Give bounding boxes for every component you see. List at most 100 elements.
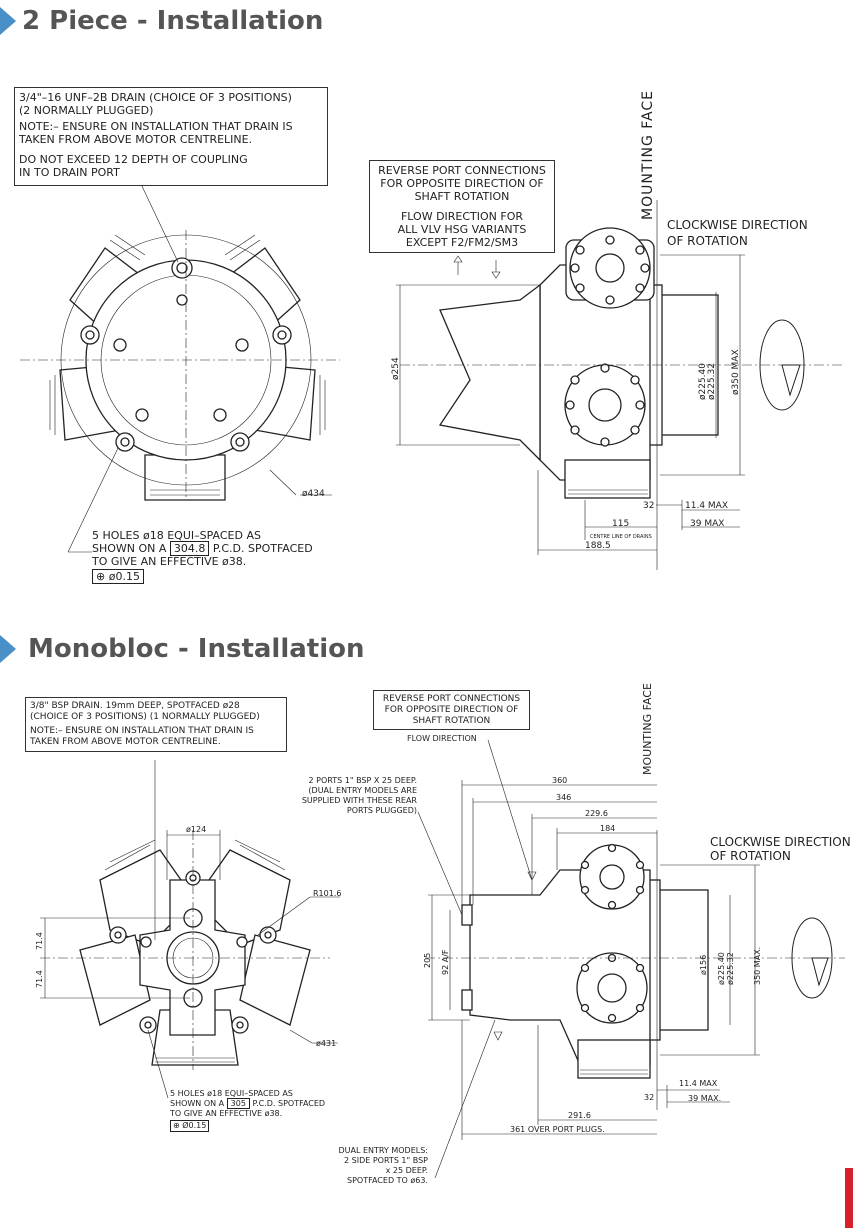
- reverse-note-2-line1: REVERSE PORT CONNECTIONS: [382, 694, 521, 704]
- drain-note-2-line1: 3/8" BSP DRAIN. 19mm DEEP, SPOTFACED ø28: [30, 701, 240, 711]
- dual-note-line2: 2 SIDE PORTS 1" BSP: [344, 1156, 428, 1165]
- dim-360: 360: [552, 776, 567, 785]
- holes-note-2-pcd: 305: [226, 1098, 250, 1109]
- rotation-label-2b: OF ROTATION: [710, 849, 791, 863]
- section-title-monobloc: Monobloc - Installation: [0, 634, 365, 664]
- dim-115: 115: [612, 519, 629, 529]
- reverse-note-1-line4: FLOW DIRECTION FOR: [400, 210, 524, 223]
- reverse-note-2-line2: FOR OPPOSITE DIRECTION OF: [384, 705, 519, 715]
- holes-note-1-line2a: SHOWN ON A: [92, 542, 167, 555]
- reverse-note-1-line5: ALL VLV HSG VARIANTS: [397, 223, 527, 236]
- dim-350-max-b: 350 MAX.: [753, 947, 762, 985]
- ports-note: 2 PORTS 1" BSP X 25 DEEP. (DUAL ENTRY MO…: [282, 776, 417, 816]
- monobloc-side-view: [417, 739, 845, 1179]
- ports-note-line2: (DUAL ENTRY MODELS ARE: [308, 786, 417, 795]
- mounting-face-label-2: MOUNTING FACE: [641, 683, 654, 775]
- dim-32-b: 32: [644, 1093, 654, 1102]
- ports-note-line4: PORTS PLUGGED): [346, 806, 417, 815]
- reverse-note-2-line3: SHAFT ROTATION: [412, 716, 491, 726]
- dim-346: 346: [556, 793, 571, 802]
- centre-line-drains: CENTRE LINE OF DRAINS: [590, 534, 652, 540]
- holes-note-1: 5 HOLES ø18 EQUI–SPACED AS SHOWN ON A 30…: [92, 529, 313, 584]
- holes-note-1-pcd: 304.8: [169, 541, 210, 556]
- tolerance-value-2: Ø0.15: [182, 1121, 207, 1130]
- dim-d254: ø254: [391, 357, 401, 380]
- dim-d225-40-b: ø225.40: [717, 952, 726, 985]
- reverse-port-note-box-2: REVERSE PORT CONNECTIONS FOR OPPOSITE DI…: [373, 690, 530, 730]
- dual-entry-note: DUAL ENTRY MODELS: 2 SIDE PORTS 1" BSP x…: [318, 1146, 428, 1186]
- dim-d156: ø156: [699, 955, 708, 975]
- drain-note-1-line3: NOTE:– ENSURE ON INSTALLATION THAT DRAIN…: [19, 120, 293, 133]
- dim-361-over-plugs: 361 OVER PORT PLUGS.: [510, 1125, 605, 1134]
- dim-32: 32: [643, 501, 654, 511]
- rotation-label-1a: CLOCKWISE DIRECTION: [667, 218, 808, 232]
- section-arrow-icon: [0, 7, 16, 35]
- dim-92-af: 92 A/F: [441, 949, 450, 975]
- tolerance-frame-1: ⊕ ø0.15: [92, 569, 144, 584]
- holes-note-2-line2: SHOWN ON A 305 P.C.D. SPOTFACED: [170, 1098, 326, 1109]
- two-piece-front-view: [20, 181, 340, 553]
- reverse-note-1-line6: EXCEPT F2/FM2/SM3: [405, 236, 519, 249]
- dim-205: 205: [423, 953, 432, 968]
- dim-188-5: 188.5: [585, 541, 611, 551]
- drain-note-1-line4: TAKEN FROM ABOVE MOTOR CENTRELINE.: [19, 133, 253, 146]
- drain-note-2-line3: NOTE:– ENSURE ON INSTALLATION THAT DRAIN…: [30, 726, 254, 736]
- position-symbol-icon-2: ⊕: [173, 1121, 180, 1130]
- dim-d225-32: ø225.32: [707, 363, 717, 400]
- dual-note-line1: DUAL ENTRY MODELS:: [338, 1146, 428, 1155]
- position-symbol-icon: ⊕: [96, 570, 106, 583]
- ports-note-line3: SUPPLIED WITH THESE REAR: [301, 796, 417, 805]
- section-title-text-2: Monobloc - Installation: [28, 634, 365, 664]
- dim-d434: ø434: [302, 489, 325, 499]
- tolerance-frame-2: ⊕ Ø0.15: [170, 1120, 210, 1132]
- dim-11-4-max: 11.4 MAX: [685, 501, 728, 511]
- dim-d350-max: ø350 MAX: [731, 349, 741, 395]
- reverse-note-1-line1: REVERSE PORT CONNECTIONS: [378, 164, 546, 177]
- drain-note-1-line2: (2 NORMALLY PLUGGED): [19, 104, 154, 117]
- mounting-face-label-1: MOUNTING FACE: [640, 90, 656, 220]
- two-piece-side-view: [396, 200, 845, 570]
- reverse-note-1-line3: SHAFT ROTATION: [414, 190, 510, 203]
- section-title-2-piece: 2 Piece - Installation: [0, 6, 323, 36]
- holes-note-1-line1: 5 HOLES ø18 EQUI–SPACED AS: [92, 529, 261, 542]
- ports-note-line1: 2 PORTS 1" BSP X 25 DEEP.: [308, 776, 417, 785]
- reverse-port-note-box-1: REVERSE PORT CONNECTIONS FOR OPPOSITE DI…: [369, 160, 555, 253]
- reverse-note-1-line2: FOR OPPOSITE DIRECTION OF: [380, 177, 544, 190]
- dim-71-4-bottom: 71.4: [35, 970, 44, 988]
- holes-note-1-line2c: P.C.D. SPOTFACED: [212, 542, 313, 555]
- dual-note-line4: SPOTFACED TO ø63.: [347, 1176, 428, 1185]
- dim-d225-40: ø225.40: [698, 363, 708, 400]
- dual-note-line3: x 25 DEEP.: [385, 1166, 428, 1175]
- drain-note-box-2: 3/8" BSP DRAIN. 19mm DEEP, SPOTFACED ø28…: [25, 697, 287, 752]
- holes-note-1-line2: SHOWN ON A 304.8 P.C.D. SPOTFACED: [92, 541, 313, 556]
- rotation-label-1b: OF ROTATION: [667, 234, 748, 248]
- drain-note-1-line1: 3/4"–16 UNF–2B DRAIN (CHOICE OF 3 POSITI…: [19, 91, 292, 104]
- section-arrow-icon-2: [0, 635, 16, 663]
- holes-note-2-line1: 5 HOLES ø18 EQUI–SPACED AS: [170, 1089, 293, 1098]
- page-edge-tab: [845, 1168, 853, 1228]
- holes-note-1-line3: TO GIVE AN EFFECTIVE ø38.: [92, 555, 247, 568]
- dim-d124: ø124: [186, 825, 206, 834]
- dim-d431: ø431: [316, 1039, 336, 1048]
- drain-note-box-1: 3/4"–16 UNF–2B DRAIN (CHOICE OF 3 POSITI…: [14, 87, 328, 186]
- drain-note-1-line6: IN TO DRAIN PORT: [19, 166, 120, 179]
- dim-291-6: 291.6: [568, 1111, 591, 1120]
- tolerance-value-1: ø0.15: [108, 570, 140, 583]
- holes-note-2-line3: TO GIVE AN EFFECTIVE ø38.: [170, 1109, 283, 1118]
- dim-39-max-b: 39 MAX.: [688, 1094, 721, 1103]
- dim-11-4-max-b: 11.4 MAX: [679, 1079, 718, 1088]
- holes-note-2-line2a: SHOWN ON A: [170, 1099, 225, 1108]
- dim-39-max: 39 MAX: [690, 519, 724, 529]
- dim-184: 184: [600, 824, 615, 833]
- drain-note-1-line5: DO NOT EXCEED 12 DEPTH OF COUPLING: [19, 153, 248, 166]
- holes-note-2: 5 HOLES ø18 EQUI–SPACED AS SHOWN ON A 30…: [170, 1089, 325, 1132]
- drain-note-2-line4: TAKEN FROM ABOVE MOTOR CENTRELINE.: [30, 737, 221, 747]
- holes-note-2-line2c: P.C.D. SPOTFACED: [252, 1099, 326, 1108]
- monobloc-front-view: [40, 760, 340, 1099]
- flow-direction-label: FLOW DIRECTION: [407, 734, 477, 743]
- dim-71-4-top: 71.4: [35, 932, 44, 950]
- dim-r101-6: R101.6: [313, 889, 341, 898]
- rotation-label-2a: CLOCKWISE DIRECTION: [710, 835, 851, 849]
- dim-d225-32-b: ø225.32: [726, 952, 735, 985]
